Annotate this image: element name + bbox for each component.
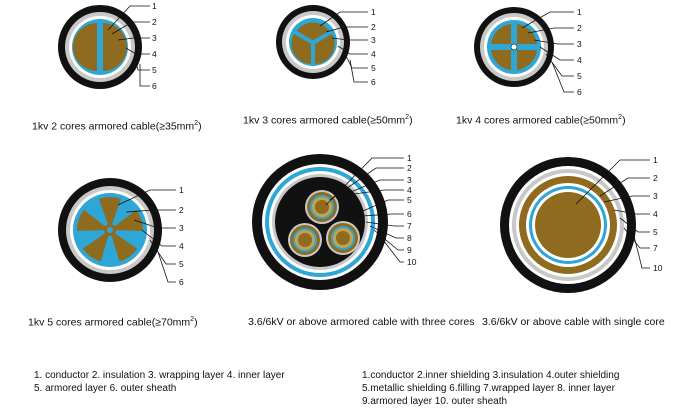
label-10: 10 bbox=[407, 257, 417, 267]
caption-mv-single-core: 3.6/6kV or above cable with single core bbox=[482, 316, 665, 328]
label-4: 4 bbox=[407, 185, 412, 195]
leader-lines bbox=[325, 157, 404, 263]
label-6: 6 bbox=[371, 77, 376, 87]
legend-right: 1.conductor 2.inner shielding 3.insulati… bbox=[362, 369, 619, 408]
label-4: 4 bbox=[371, 49, 376, 59]
conductor-left bbox=[291, 34, 311, 64]
conductor-tr bbox=[517, 24, 537, 44]
label-3: 3 bbox=[653, 191, 658, 201]
cable-three-core: 1 2 3 4 5 6 bbox=[276, 5, 376, 87]
label-1: 1 bbox=[407, 153, 412, 163]
insulation-divider bbox=[295, 30, 331, 64]
legend-right-line-2: 5.metallic shielding 6.filling 7.wrapped… bbox=[362, 383, 615, 394]
legend-left-line-1: 1. conductor 2. insulation 3. wrapping l… bbox=[34, 370, 285, 381]
caption-three-core: 1kv 3 cores armored cable(≥50mm2) bbox=[243, 114, 413, 127]
conductors bbox=[77, 197, 143, 262]
cable-five-core: 1 2 3 4 5 6 bbox=[58, 178, 184, 287]
cable-four-core: 1 2 3 4 5 6 bbox=[474, 7, 582, 97]
label-2: 2 bbox=[653, 173, 658, 183]
label-5: 5 bbox=[407, 195, 412, 205]
caption-two-core: 1kv 2 cores armored cable(≥35mm2) bbox=[32, 120, 202, 133]
label-9: 9 bbox=[407, 245, 412, 255]
caption-five-core: 1kv 5 cores armored cable(≥70mm2) bbox=[28, 316, 198, 329]
label-8: 8 bbox=[407, 233, 412, 243]
label-1: 1 bbox=[179, 185, 184, 195]
label-4: 4 bbox=[152, 49, 157, 59]
center-filler bbox=[107, 227, 113, 233]
legend-right-line-3: 9.armored layer 10. outer sheath bbox=[362, 396, 508, 407]
caption-mv-three-core: 3.6/6kV or above armored cable with thre… bbox=[248, 316, 475, 328]
label-3: 3 bbox=[179, 223, 184, 233]
label-1: 1 bbox=[152, 1, 157, 11]
label-3: 3 bbox=[577, 39, 582, 49]
label-6: 6 bbox=[407, 209, 412, 219]
legend-right-line-1: 1.conductor 2.inner shielding 3.insulati… bbox=[362, 370, 620, 381]
label-1: 1 bbox=[371, 7, 376, 17]
label-5: 5 bbox=[152, 65, 157, 75]
label-2: 2 bbox=[577, 23, 582, 33]
label-2: 2 bbox=[407, 163, 412, 173]
core-top bbox=[305, 190, 339, 224]
label-5: 5 bbox=[179, 259, 184, 269]
conductor-left bbox=[73, 23, 97, 71]
leader-lines bbox=[107, 5, 150, 87]
label-2: 2 bbox=[179, 205, 184, 215]
conductor-bl bbox=[491, 50, 511, 70]
label-1: 1 bbox=[577, 7, 582, 17]
legend-left-line-2: 5. armored layer 6. outer sheath bbox=[34, 383, 177, 394]
label-3: 3 bbox=[152, 33, 157, 43]
label-7: 7 bbox=[407, 221, 412, 231]
conductor-right bbox=[315, 34, 335, 64]
core-right bbox=[326, 221, 360, 255]
label-6: 6 bbox=[179, 277, 184, 287]
label-3: 3 bbox=[371, 35, 376, 45]
label-2: 2 bbox=[371, 22, 376, 32]
label-3: 3 bbox=[407, 175, 412, 185]
conductor-right bbox=[103, 23, 127, 71]
conductor bbox=[535, 192, 601, 258]
label-4: 4 bbox=[577, 55, 582, 65]
leader-lines bbox=[319, 11, 368, 83]
label-6: 6 bbox=[152, 81, 157, 91]
leader-lines bbox=[575, 159, 650, 269]
label-4: 4 bbox=[179, 241, 184, 251]
label-10: 10 bbox=[653, 263, 663, 273]
caption-four-core: 1kv 4 cores armored cable(≥50mm2) bbox=[456, 114, 626, 127]
legend-left: 1. conductor 2. insulation 3. wrapping l… bbox=[34, 369, 285, 395]
filler-center bbox=[510, 43, 518, 51]
label-5: 5 bbox=[371, 63, 376, 73]
label-4: 4 bbox=[653, 209, 658, 219]
leader-lines bbox=[521, 11, 574, 93]
conductor-tl bbox=[491, 24, 511, 44]
label-5: 5 bbox=[653, 227, 658, 237]
label-7: 7 bbox=[653, 243, 658, 253]
cable-mv-single-core: 1 2 3 4 5 7 10 bbox=[500, 155, 663, 293]
label-5: 5 bbox=[577, 71, 582, 81]
label-6: 6 bbox=[577, 87, 582, 97]
label-2: 2 bbox=[152, 17, 157, 27]
leader-lines bbox=[117, 189, 176, 283]
label-1: 1 bbox=[653, 155, 658, 165]
cable-mv-three-core: 1 2 3 4 5 6 7 8 9 10 bbox=[252, 153, 417, 290]
conductor-br bbox=[517, 50, 537, 70]
conductor-top bbox=[296, 22, 330, 42]
core-left bbox=[288, 223, 322, 257]
cable-two-core: 1 2 3 4 5 6 bbox=[58, 1, 157, 91]
